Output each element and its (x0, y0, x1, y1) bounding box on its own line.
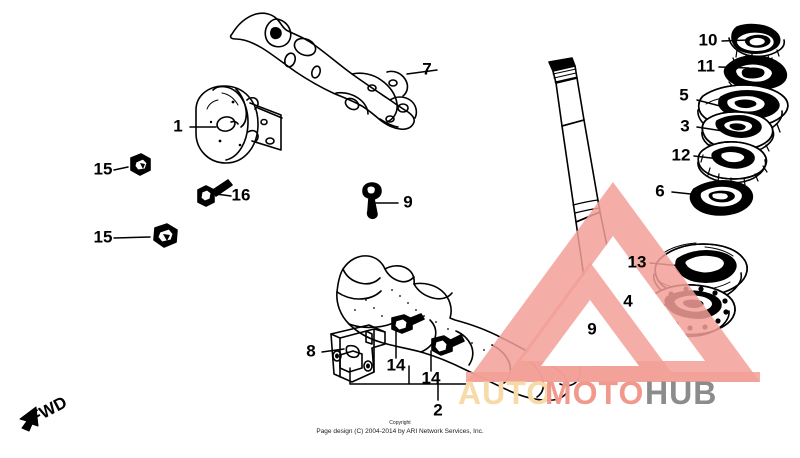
leader-5 (696, 99, 725, 108)
leader-10 (721, 39, 749, 42)
callout-number-top-cone-race: 5 (679, 85, 688, 104)
callout-number-handlebar-holder-bracket: 7 (422, 59, 431, 78)
leader-8 (321, 348, 345, 353)
callout-number-pivot-bolt-left: 14 (387, 355, 406, 374)
callout-number-ball-race-lower: 4 (623, 291, 633, 310)
leader-7 (406, 69, 438, 75)
callout-number-flange-bolt-panel: 16 (232, 185, 251, 204)
part-hex-nut-upper (130, 153, 151, 176)
watermark-graphic (466, 182, 760, 382)
fwd-arrow-icon (19, 406, 39, 432)
callout-number-fork-bridge-assembly: 2 (433, 400, 442, 419)
watermark-hub-text: HUB (645, 375, 717, 411)
part-pivot-bolt-right (431, 334, 465, 356)
part-steering-top-thread-nut (728, 23, 786, 64)
callout-number-bearing-race-upper: 3 (680, 116, 689, 135)
watermark-inner-triangle-hole (541, 300, 639, 366)
part-brake-panel-plate (195, 85, 283, 164)
watermark-base-bar (466, 372, 760, 382)
leader-16 (215, 193, 232, 197)
callout-number-cable-guide-bracket: 8 (306, 341, 315, 360)
leader-15a (113, 166, 129, 171)
leader-15b (113, 236, 151, 239)
part-dust-seal-washer (689, 180, 754, 216)
callout-number-pivot-bolt-right: 14 (422, 368, 441, 387)
callout-number-hex-nut-lower: 15 (94, 227, 113, 246)
watermark-auto-text: AUTO (458, 375, 552, 411)
watermark-moto-text: MOTO (545, 375, 644, 411)
part-pivot-bolt-left (391, 313, 425, 334)
part-cable-guide-bracket (330, 324, 386, 383)
part-flange-bolt-panel (197, 179, 233, 207)
callout-number-lock-washer: 11 (697, 56, 715, 75)
copyright-word: Copyright (389, 420, 411, 426)
leader-11 (718, 66, 750, 69)
part-bearing-cone-lower (697, 141, 768, 186)
callout-number-flange-bolt-upper: 9 (403, 192, 412, 211)
part-flange-bolt-upper (362, 182, 382, 220)
leader-12 (693, 155, 721, 160)
callout-number-brake-panel-plate: 1 (173, 116, 182, 135)
leader-2-bracket (349, 365, 473, 401)
callout-number-steel-ball-set: 13 (628, 252, 647, 271)
copyright-line: Page design (C) 2004-2014 by ARI Network… (316, 428, 483, 435)
fwd-label: FWD (27, 393, 70, 428)
callout-number-dust-seal-washer: 6 (655, 181, 664, 200)
part-hex-nut-lower (153, 223, 178, 248)
callout-number-hex-nut-upper: 15 (94, 159, 113, 178)
callout-number-flange-bolt-lower: 9 (587, 319, 596, 338)
leader-3 (696, 126, 724, 132)
leader-6 (671, 191, 701, 196)
watermark-wordmark: AUTO MOTO HUB (458, 375, 717, 411)
part-lock-washer (723, 53, 788, 92)
callout-number-bearing-cone-lower: 12 (672, 145, 691, 164)
part-handlebar-holder-bracket (229, 12, 418, 131)
callout-number-steering-top-thread-nut: 10 (699, 30, 718, 49)
